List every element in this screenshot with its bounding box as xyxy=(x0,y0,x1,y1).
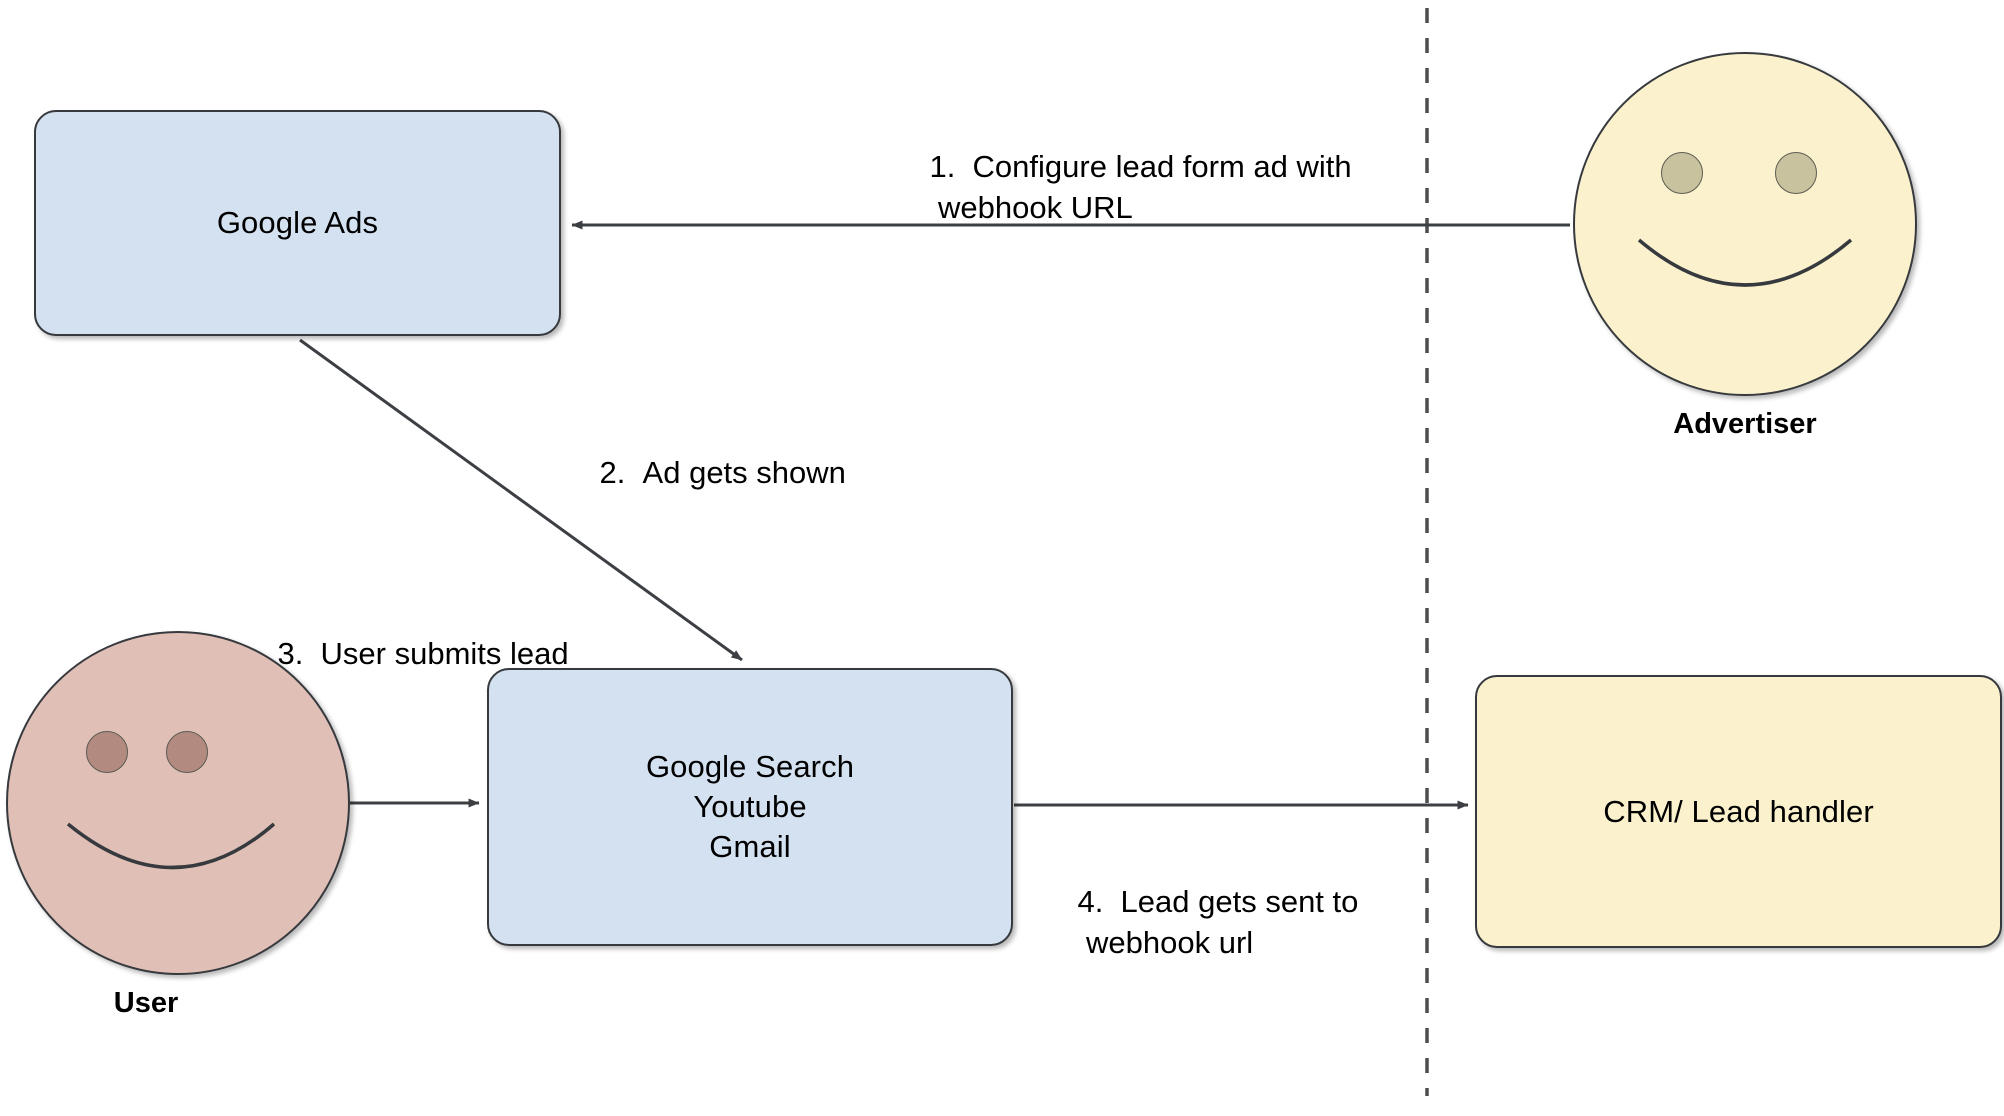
user-smile-icon xyxy=(66,822,276,870)
node-google-surfaces-label: Google Search Youtube Gmail xyxy=(646,747,854,866)
node-google-ads-label: Google Ads xyxy=(216,205,379,241)
actor-advertiser[interactable]: Advertiser xyxy=(1573,52,1917,440)
node-google-surfaces[interactable]: Google Search Youtube Gmail xyxy=(487,668,1013,946)
step-2-number: 2. xyxy=(599,455,626,491)
step-1-number: 1. xyxy=(929,149,956,185)
step-2-label: 2. Ad gets shown xyxy=(565,411,846,535)
advertiser-left-eye-icon xyxy=(1661,152,1703,194)
user-left-eye-icon xyxy=(86,731,128,773)
node-line-gmail: Gmail xyxy=(709,828,791,864)
step-1-text-line-2: webhook URL xyxy=(938,190,1133,226)
step-2-text-line-1: Ad gets shown xyxy=(642,455,846,491)
actor-user[interactable]: User xyxy=(6,631,350,1019)
user-face-icon xyxy=(6,631,350,975)
step-4-number: 4. xyxy=(1077,884,1104,920)
advertiser-face-icon xyxy=(1573,52,1917,396)
node-crm-label: CRM/ Lead handler xyxy=(1603,793,1874,829)
step-4-label: 4. Lead gets sent to webhook url xyxy=(1043,840,1358,1005)
advertiser-smile-icon xyxy=(1637,238,1853,287)
step-1-text-line-1: Configure lead form ad with xyxy=(972,149,1352,185)
node-google-ads[interactable]: Google Ads xyxy=(34,110,561,336)
user-right-eye-icon xyxy=(166,731,208,773)
node-line-youtube: Youtube xyxy=(693,789,807,825)
step-4-text-line-1: Lead gets sent to xyxy=(1120,884,1359,920)
actor-user-label: User xyxy=(113,987,179,1019)
advertiser-right-eye-icon xyxy=(1775,152,1817,194)
step-4-text-line-2: webhook url xyxy=(1086,925,1254,961)
step-3-text-line-1: User submits lead xyxy=(320,636,569,672)
actor-advertiser-label: Advertiser xyxy=(1673,408,1817,440)
node-line-google-search: Google Search xyxy=(645,749,855,785)
step-3-label: 3. User submits lead xyxy=(243,592,569,716)
node-crm-lead-handler[interactable]: CRM/ Lead handler xyxy=(1475,675,2002,948)
step-1-label: 1. Configure lead form ad with webhook UR… xyxy=(895,105,1352,270)
arrow-google-ads-to-surfaces xyxy=(299,338,743,662)
step-3-number: 3. xyxy=(277,636,304,672)
